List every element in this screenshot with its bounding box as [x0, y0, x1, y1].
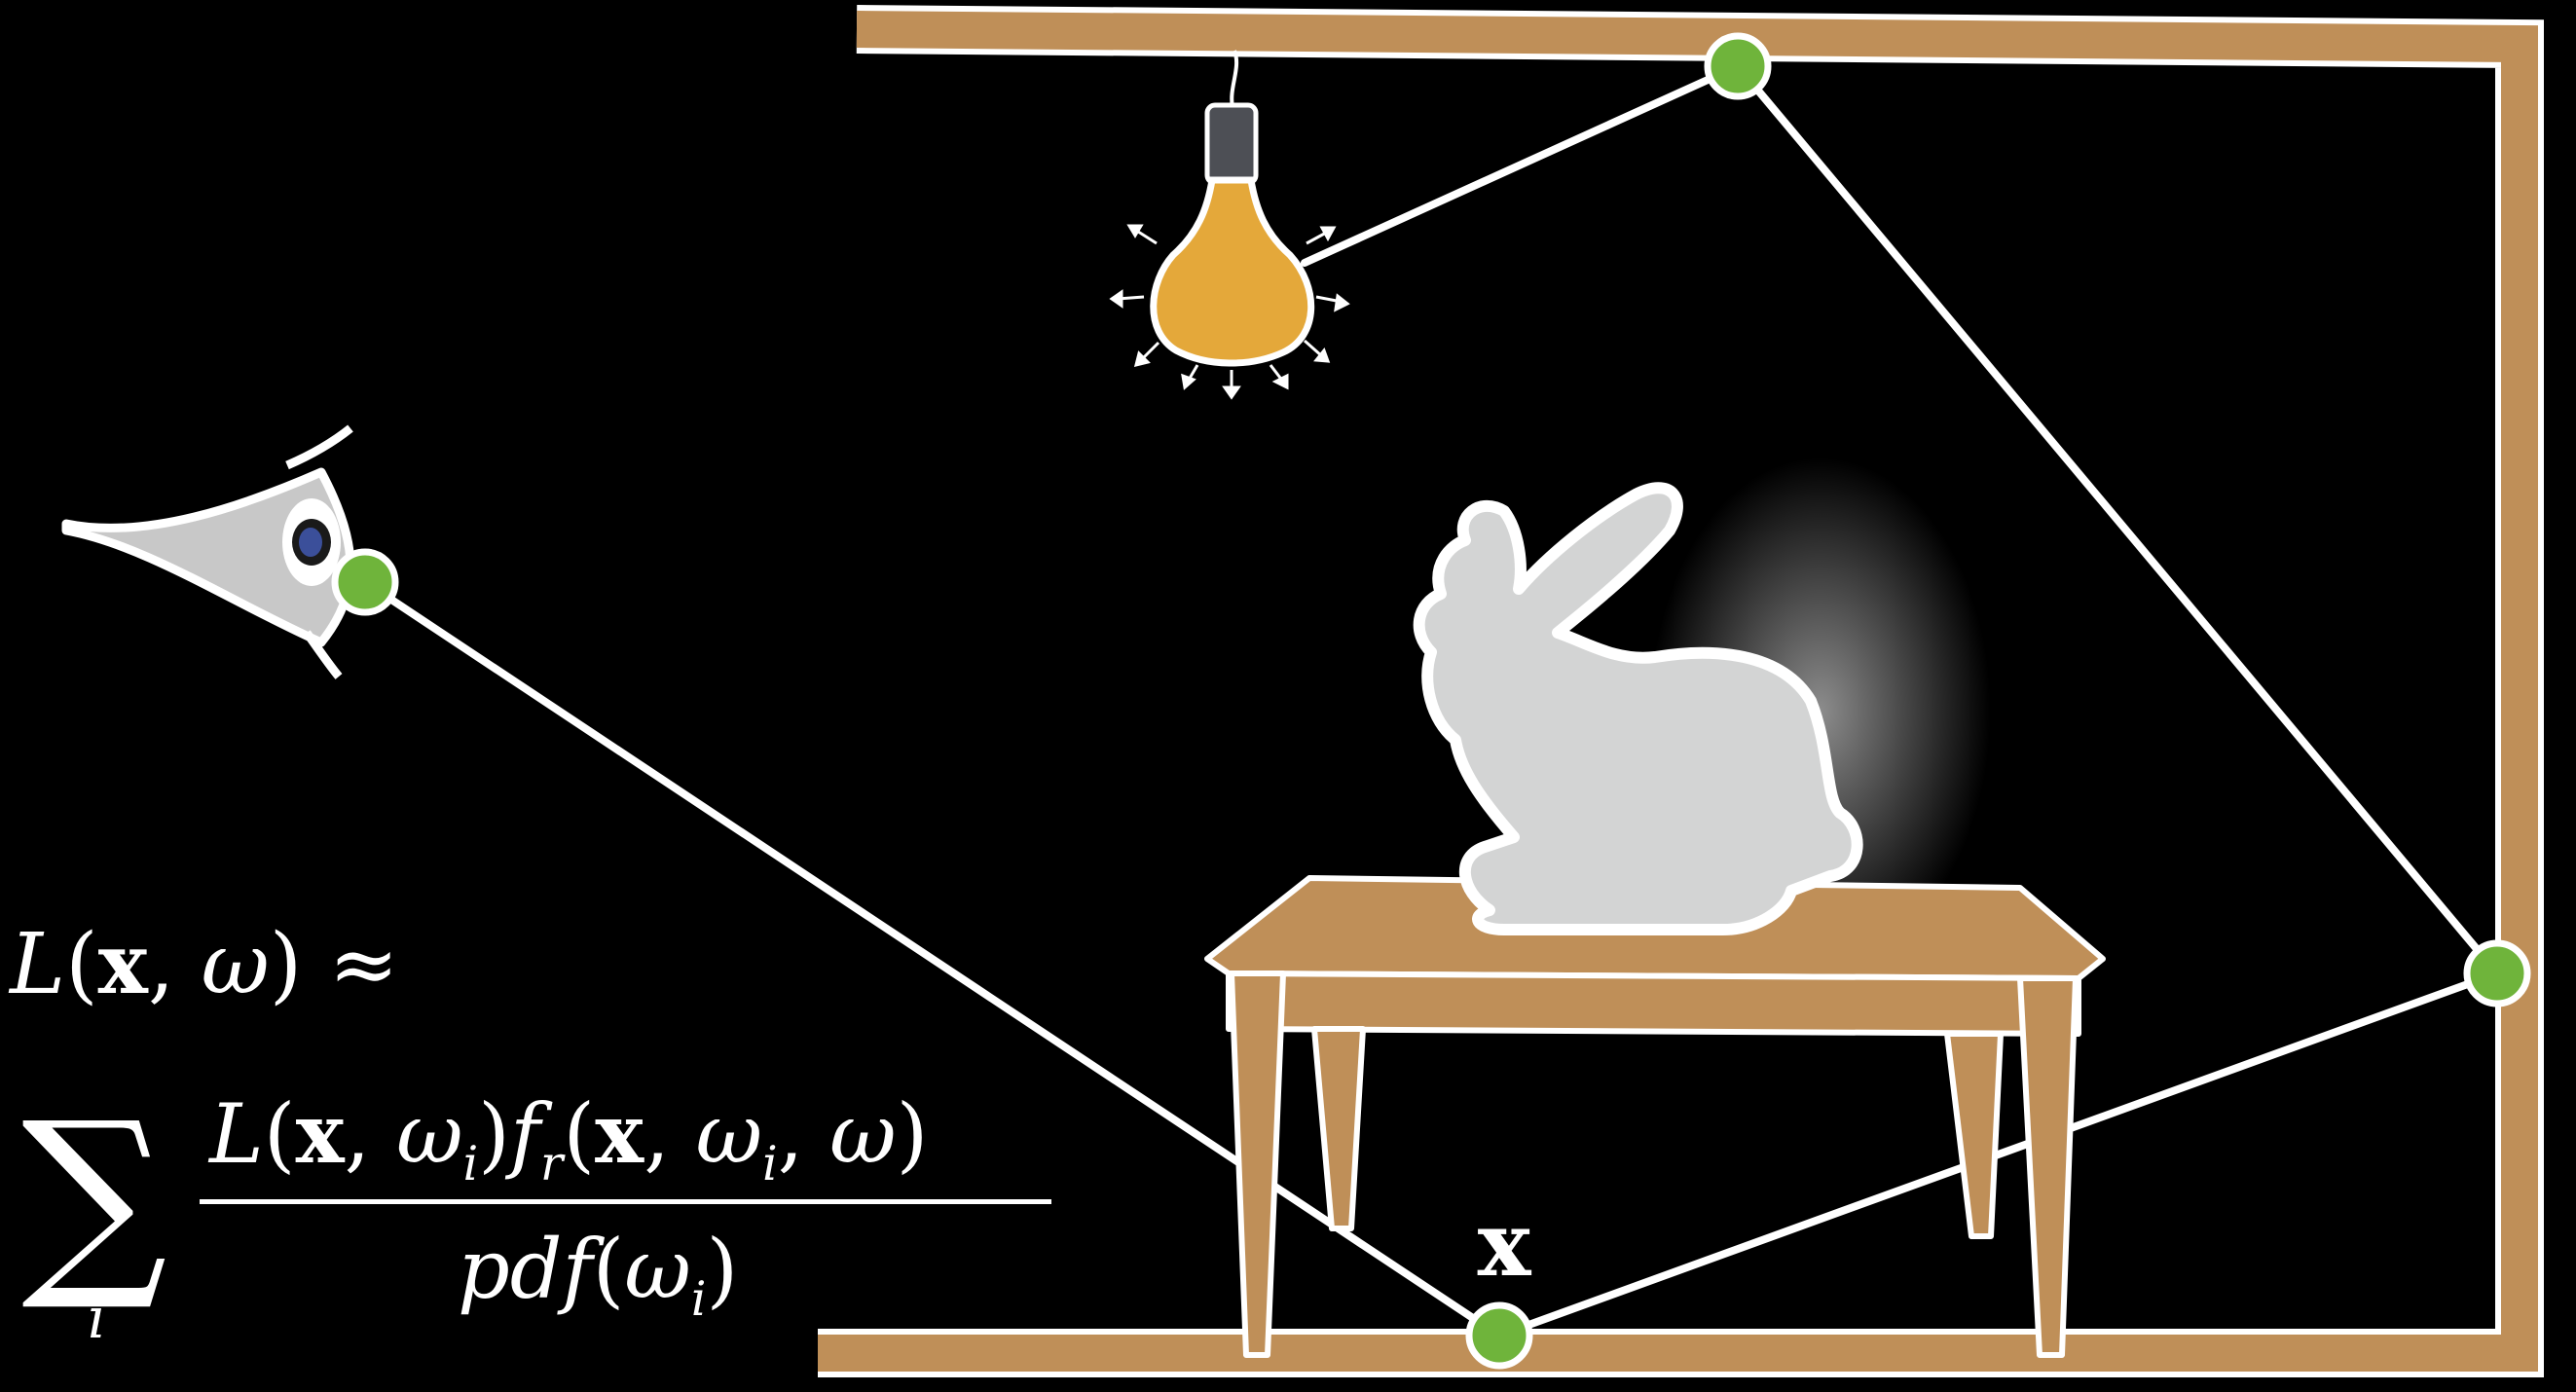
equation-denominator: pdf(ωi) [458, 1222, 739, 1327]
equation-numerator: L(x, ωi)fr(x, ωi, ω) [209, 1085, 929, 1191]
vertex-x [1465, 1301, 1533, 1370]
table-leg-back-left [1311, 1026, 1366, 1231]
eye-lid-upper [285, 424, 353, 470]
bulb-wire [1230, 50, 1239, 108]
light-path [361, 62, 2501, 1339]
bulb-glass [1150, 176, 1315, 367]
light-bulb-icon [1109, 50, 1350, 400]
iris [299, 528, 322, 557]
sum-symbol: ∑ [21, 1078, 167, 1316]
path-segment-wall-to-ceiling [1734, 62, 2501, 977]
path-segment-eye-to-x [361, 578, 1503, 1339]
path-vertices [331, 32, 2531, 1370]
eye-icon [61, 424, 355, 679]
light-rays [1109, 224, 1350, 400]
path-segment-ceiling-to-light [1301, 62, 1742, 267]
equation-lhs: L(x, ω) ≈ [10, 915, 399, 1013]
eye-lid-lower [303, 630, 343, 679]
table-leg-back-right [1944, 1031, 2004, 1239]
table-leg-front-right [2017, 975, 2079, 1358]
sum-index: i [88, 1285, 106, 1351]
table-icon [1204, 875, 2106, 1358]
bulb-socket [1204, 102, 1259, 186]
fraction-bar [200, 1199, 1051, 1204]
point-x-label: x [1478, 1191, 1532, 1297]
table-leg-front-left [1229, 971, 1286, 1358]
vertex-wall [2463, 939, 2531, 1007]
room-walls-fill [818, 11, 2538, 1372]
vertex-ceiling [1704, 32, 1772, 100]
bunny-icon [1413, 482, 1863, 935]
table-apron [1226, 971, 2081, 1037]
vertex-eye [331, 548, 399, 616]
path-segment-x-to-wall [1495, 970, 2501, 1339]
